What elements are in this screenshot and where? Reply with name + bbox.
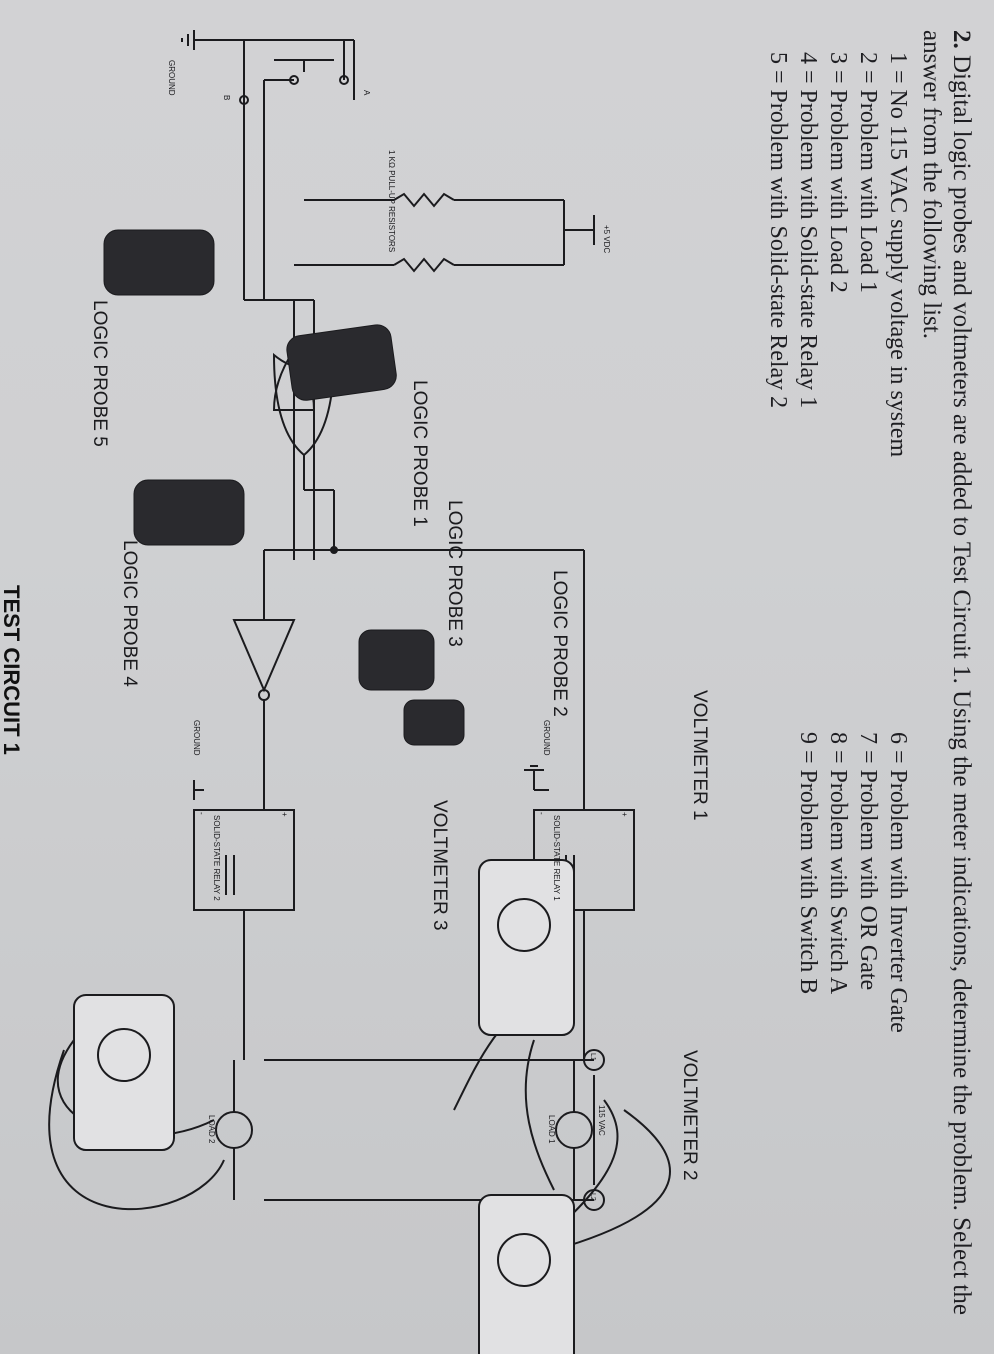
switch-b-label: B: [222, 95, 231, 100]
vac-label: 115 VAC: [597, 1105, 606, 1136]
relay1-plus: +: [620, 812, 629, 817]
relay1-label: SOLID-STATE RELAY 1: [552, 815, 561, 901]
logic-probe-3-label: LOGIC PROBE 3: [444, 500, 465, 647]
logic-probe-5-body: [103, 229, 215, 296]
logic-probe-4-body: [133, 479, 245, 546]
circuit-title: TEST CIRCUIT 1: [0, 585, 24, 755]
relay1-minus: -: [537, 812, 546, 815]
logic-probe-5-label: LOGIC PROBE 5: [89, 300, 110, 447]
ground-label-left: GROUND: [167, 60, 176, 96]
l2-label: L2: [589, 1193, 596, 1201]
logic-probe-1-label: LOGIC PROBE 1: [409, 380, 430, 527]
logic-probe-2-body: [403, 699, 465, 746]
voltmeter-1-label: VOLTMETER 1: [689, 690, 710, 821]
voltmeter-2-label: VOLTMETER 2: [679, 1050, 700, 1181]
logic-probe-4-label: LOGIC PROBE 4: [119, 540, 140, 687]
supply-label: +5 VDC: [602, 225, 611, 253]
relay1-ground-label: GROUND: [542, 720, 551, 756]
switch-a-label: A: [362, 90, 371, 96]
relay2-plus: +: [280, 812, 289, 817]
logic-probe-2-label: LOGIC PROBE 2: [549, 570, 570, 717]
l1-label: L1: [589, 1053, 596, 1061]
logic-probe-3-body: [358, 629, 435, 691]
resistors-label: 1 KΩ PULL-UP RESISTORS: [387, 150, 396, 252]
voltmeter-3-label: VOLTMETER 3: [429, 800, 450, 931]
load2-label: LOAD 2: [207, 1115, 216, 1144]
load1-label: LOAD 1: [547, 1115, 556, 1144]
logic-probe-1-body: [286, 324, 397, 401]
logic-probes: [103, 229, 465, 746]
voltmeters: [73, 859, 575, 1354]
relay2-minus: -: [197, 812, 206, 815]
relay2-label: SOLID-STATE RELAY 2: [212, 815, 221, 901]
relay2-ground-label: GROUND: [192, 720, 201, 756]
